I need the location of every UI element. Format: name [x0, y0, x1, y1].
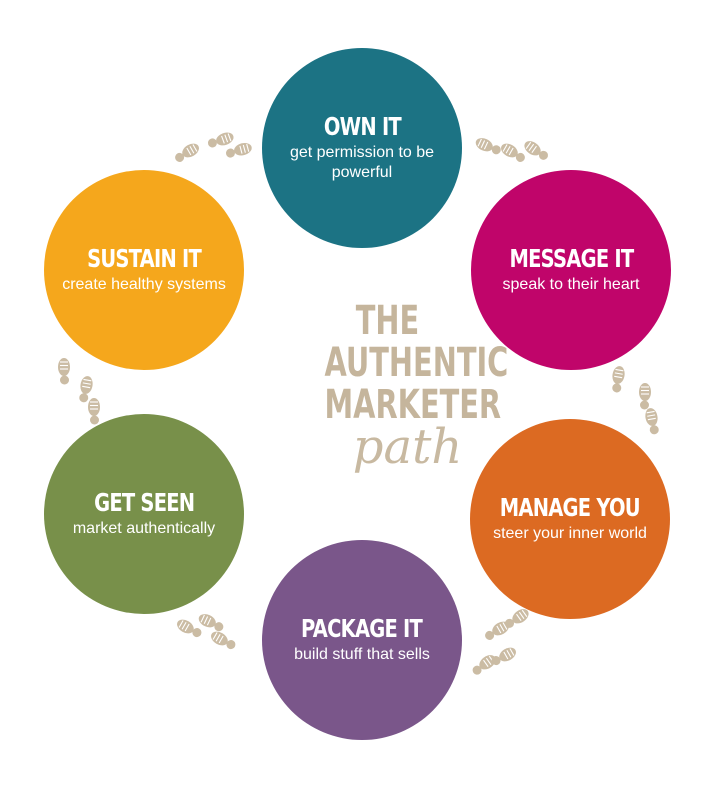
footprint-icon	[505, 609, 529, 628]
step-subtitle: get permission to be powerful	[289, 144, 435, 181]
footprint-icon	[58, 358, 70, 385]
footprint-icon	[177, 619, 202, 638]
step-title: MANAGE YOU	[499, 493, 641, 522]
step-subtitle: create healthy systems	[62, 276, 226, 293]
footprint-icon	[211, 631, 236, 650]
step-subtitle: build stuff that sells	[294, 646, 430, 663]
footprint-icon	[175, 143, 199, 162]
footprint-icon	[485, 621, 509, 640]
step-manage-you: MANAGE YOU steer your inner world	[470, 419, 670, 619]
step-subtitle: speak to their heart	[502, 276, 640, 293]
step-package-it: PACKAGE IT build stuff that sells	[262, 540, 462, 740]
footprint-icon	[472, 655, 496, 675]
step-title: SUSTAIN IT	[87, 244, 202, 273]
center-title-marketer: MARKETER	[324, 382, 502, 428]
footprint-icon	[225, 142, 252, 158]
step-subtitle: steer your inner world	[493, 525, 647, 542]
footprint-icon	[207, 132, 234, 148]
footprint-icon	[612, 366, 625, 393]
footprint-icon	[198, 614, 224, 632]
center-title-path: path	[352, 419, 463, 475]
step-title: OWN IT	[323, 112, 401, 141]
footprint-icon	[501, 143, 525, 162]
footprint-icon	[524, 141, 548, 160]
footprint-icon	[645, 408, 659, 435]
footprint-icon	[88, 398, 100, 425]
footprint-icon	[491, 647, 516, 666]
footprint-icon	[475, 138, 501, 155]
step-title: PACKAGE IT	[301, 614, 423, 643]
step-title: GET SEEN	[93, 488, 195, 517]
step-title: MESSAGE IT	[509, 244, 634, 273]
step-own-it: OWN IT get permission to be powerful	[262, 48, 462, 248]
center-title: THE AUTHENTIC MARKETER path	[300, 298, 509, 475]
step-message-it: MESSAGE IT speak to their heart	[471, 170, 671, 370]
step-get-seen: GET SEEN market authentically	[44, 414, 244, 614]
step-subtitle: market authentically	[72, 520, 216, 537]
step-sustain-it: SUSTAIN IT create healthy systems	[44, 170, 244, 370]
center-title-the: THE	[355, 298, 420, 344]
center-title-authentic: AUTHENTIC	[324, 340, 509, 386]
footprint-icon	[79, 376, 93, 403]
footprint-icon	[639, 383, 651, 410]
